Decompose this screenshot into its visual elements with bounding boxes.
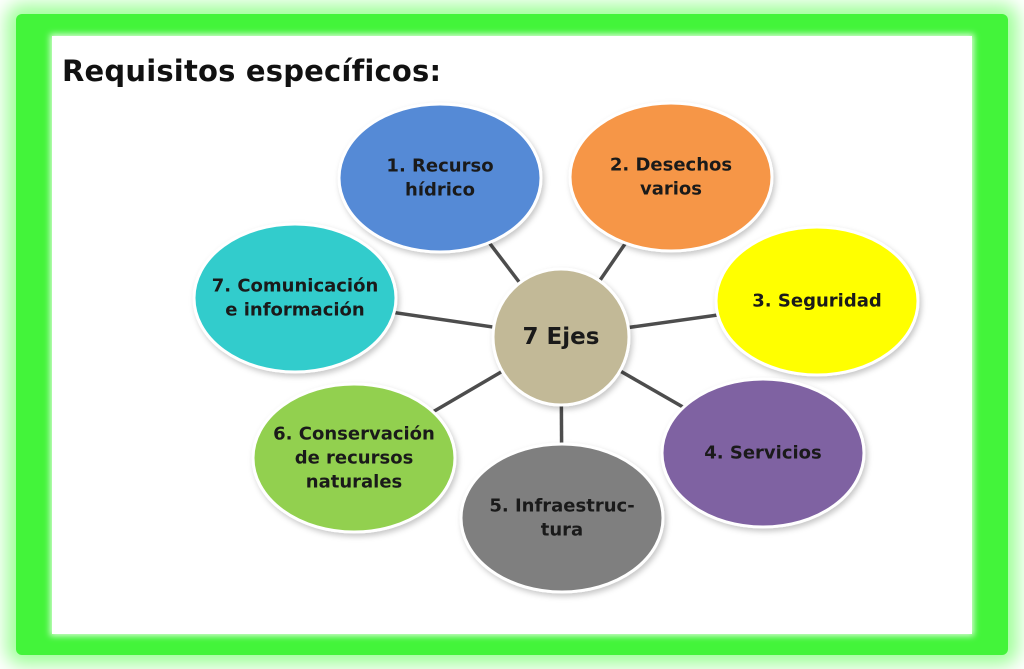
hub-circle [491,267,631,407]
axis-node-label: e información [225,299,364,320]
axis-node-circle-2 [568,101,774,253]
axis-node-circle-3 [714,225,920,377]
axis-node-label: 5. Infraestruc- [489,496,634,517]
axis-node-label: tura [541,519,583,540]
axis-node-label: 7. Comunicación [212,276,379,297]
axis-node-label: 2. Desechos [610,155,732,176]
axis-node-label: 1. Recurso [386,156,493,177]
axis-node-circle-7 [192,222,398,374]
axis-node-label: naturales [306,471,403,492]
axis-node-circle-5 [459,442,665,594]
axis-node-label: hídrico [405,179,475,200]
axis-node-circle-4 [660,377,866,529]
axis-node-label: 6. Conservación [273,424,435,445]
axis-node-circle-1 [337,102,543,254]
axis-node-label: 4. Servicios [704,443,822,464]
hub-node: 7 Ejes [491,267,631,407]
page-title: Requisitos específicos: [62,54,442,88]
axis-node-5: 5. Infraestruc-tura [459,442,665,594]
axis-node-label: 3. Seguridad [752,291,881,312]
axis-node-label: varios [640,178,702,199]
axis-node-3: 3. Seguridad [714,225,920,377]
axis-node-label: de recursos [295,448,414,469]
axis-node-circle-6 [251,382,457,534]
axis-node-4: 4. Servicios [660,377,866,529]
hub-label: 7 Ejes [523,324,600,350]
